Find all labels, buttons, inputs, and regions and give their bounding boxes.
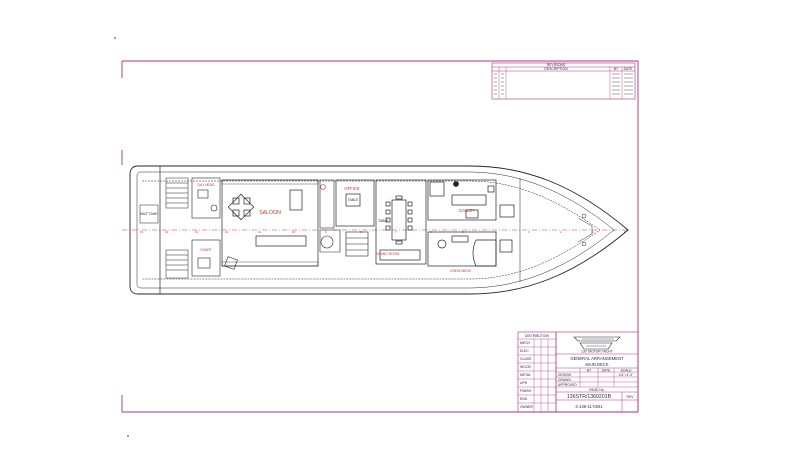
rev-label: REV: [627, 395, 635, 399]
revisions-col-description: DESCRIPTION: [544, 67, 568, 71]
distribution-row-1: ELEC: [520, 349, 529, 353]
svg-text:9: 9: [325, 230, 327, 234]
office: [335, 179, 375, 227]
revisions-block: REVISIONS DESCRIPTION BY DATE: [491, 62, 636, 100]
builder-line: 130' MOTOR YACHT: [581, 350, 613, 354]
title-scale-value: 1/4"=1'-0": [619, 373, 634, 377]
saloon: [221, 179, 319, 267]
crew-mess: [427, 204, 515, 267]
hull-outline: [129, 165, 629, 295]
crew-mess-label: CREW MESS: [450, 269, 472, 273]
title-sheet-label: PAGE No.: [589, 388, 604, 392]
svg-text:1: 1: [592, 230, 594, 234]
forward-locker: [519, 178, 587, 282]
distribution-row-0: MECH: [520, 341, 531, 345]
distribution-row-4: METAL: [520, 373, 531, 377]
distribution-row-3: WOOD: [520, 365, 531, 369]
dining-room: [375, 179, 427, 265]
title-row-approved: APPROVED: [558, 383, 577, 387]
midship-stair: [319, 179, 369, 257]
sheet-border: [121, 60, 639, 413]
builder-logo: [573, 336, 621, 350]
svg-text:14: 14: [165, 230, 169, 234]
svg-text:3: 3: [528, 230, 530, 234]
title-col-date: DATE: [602, 369, 612, 373]
svg-text:12: 12: [225, 230, 229, 234]
distribution-row-2: GLASS: [520, 357, 532, 361]
revisions-header: REVISIONS: [547, 63, 566, 67]
distribution-row-6: FINISH: [520, 389, 532, 393]
title-block: 130' MOTOR YACHT GENERAL ARRANGEMENT MAI…: [555, 331, 639, 413]
day-head-label: DAY HEAD: [197, 183, 215, 187]
svg-text:15: 15: [140, 230, 144, 234]
svg-text:11: 11: [258, 230, 261, 234]
galley-label: GALLEY: [459, 208, 476, 213]
job-number: 136STR/1360201B: [567, 394, 612, 400]
swim-platform-label: BAIT TANK: [140, 212, 158, 216]
revisions-col-date: DATE: [624, 67, 634, 71]
office-label: OFFICE: [344, 186, 360, 191]
dining-room-label: DINING ROOM: [376, 252, 400, 256]
chart-room-label: CHART: [200, 248, 212, 252]
galley: [427, 179, 497, 221]
scan-mark: [114, 37, 116, 39]
revisions-col-by: BY: [614, 67, 619, 71]
drawing-number: 3-136-11-0201: [575, 404, 603, 409]
title-row-design: DESIGN: [558, 373, 572, 377]
distribution-block: DISTRIBUTION MECH ELEC GLASS WOOD METAL …: [517, 331, 557, 413]
title-col-by: BY: [587, 369, 592, 373]
drawing-title: GENERAL ARRANGEMENT: [570, 356, 624, 361]
drawing-subtitle: MAIN DECK: [585, 362, 608, 367]
dining-table-label: TABLE: [378, 219, 389, 223]
svg-text:7: 7: [395, 230, 397, 234]
title-row-drawn: DRAWN: [558, 378, 571, 382]
office-table-label: TABLE: [348, 198, 359, 202]
distribution-row-7: ENG: [520, 397, 528, 401]
swim-platform: BAIT TANK: [139, 204, 158, 224]
distribution-row-5: UPH: [520, 381, 528, 385]
saloon-label: SALOON: [259, 210, 281, 216]
chart-room: [191, 239, 238, 277]
distribution-row-8: OWNER: [520, 405, 534, 409]
svg-text:13: 13: [195, 230, 199, 234]
aft-stairs: [165, 177, 189, 279]
distribution-header: DISTRIBUTION: [525, 334, 549, 338]
scan-mark: [127, 435, 129, 437]
day-head-room: [191, 177, 221, 219]
svg-text:2: 2: [560, 230, 562, 234]
title-col-scale: SCALE: [620, 369, 632, 373]
svg-text:10: 10: [292, 230, 296, 234]
